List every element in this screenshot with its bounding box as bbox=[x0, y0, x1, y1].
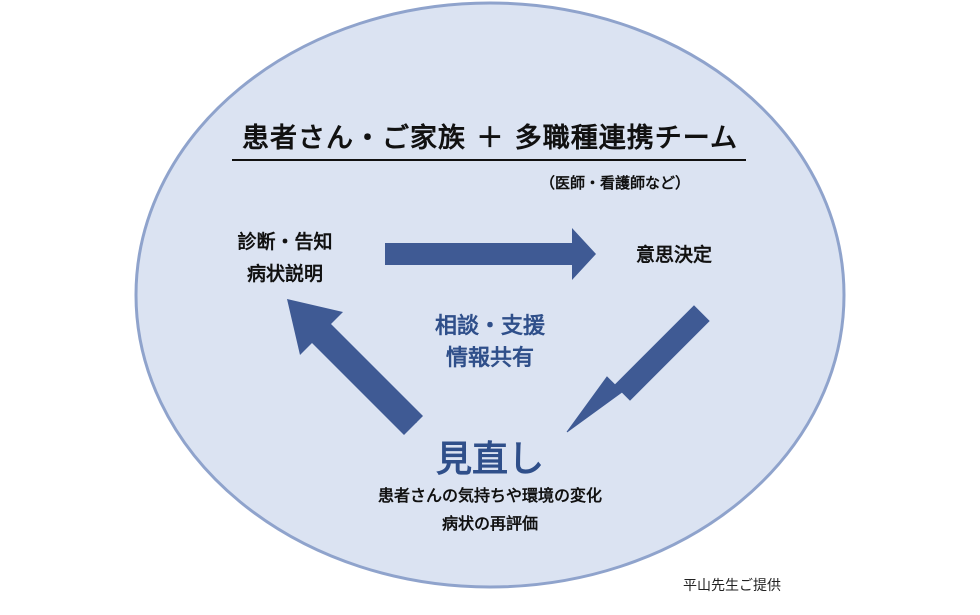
node-review-detail: 患者さんの気持ちや環境の変化 病状の再評価 bbox=[330, 482, 650, 538]
team-ellipse bbox=[134, 1, 846, 589]
team-subtitle: （医師・看護師など） bbox=[540, 174, 691, 192]
node-review-title: 見直し bbox=[435, 439, 544, 480]
center-label-line2: 情報共有 bbox=[445, 346, 534, 371]
credit-note: 平山先生ご提供 bbox=[683, 578, 781, 594]
node-diagnosis: 診断・告知 病状説明 bbox=[218, 226, 352, 290]
team-title: 患者さん・ご家族 ＋ 多職種連携チーム bbox=[242, 123, 738, 154]
center-label: 相談・支援 情報共有 bbox=[400, 311, 580, 375]
center-label-line1: 相談・支援 bbox=[434, 314, 545, 339]
node-review-line2: 病状の再評価 bbox=[441, 514, 538, 533]
arrow-review-to-diagnosis bbox=[287, 299, 423, 435]
node-diagnosis-line2: 病状説明 bbox=[246, 263, 323, 285]
arrow-diagnosis-to-decision bbox=[385, 228, 596, 280]
arrow-decision-to-review bbox=[566, 305, 710, 433]
node-diagnosis-line1: 診断・告知 bbox=[237, 231, 333, 253]
node-review-line1: 患者さんの気持ちや環境の変化 bbox=[377, 486, 602, 505]
node-decision: 意思決定 bbox=[636, 244, 713, 266]
